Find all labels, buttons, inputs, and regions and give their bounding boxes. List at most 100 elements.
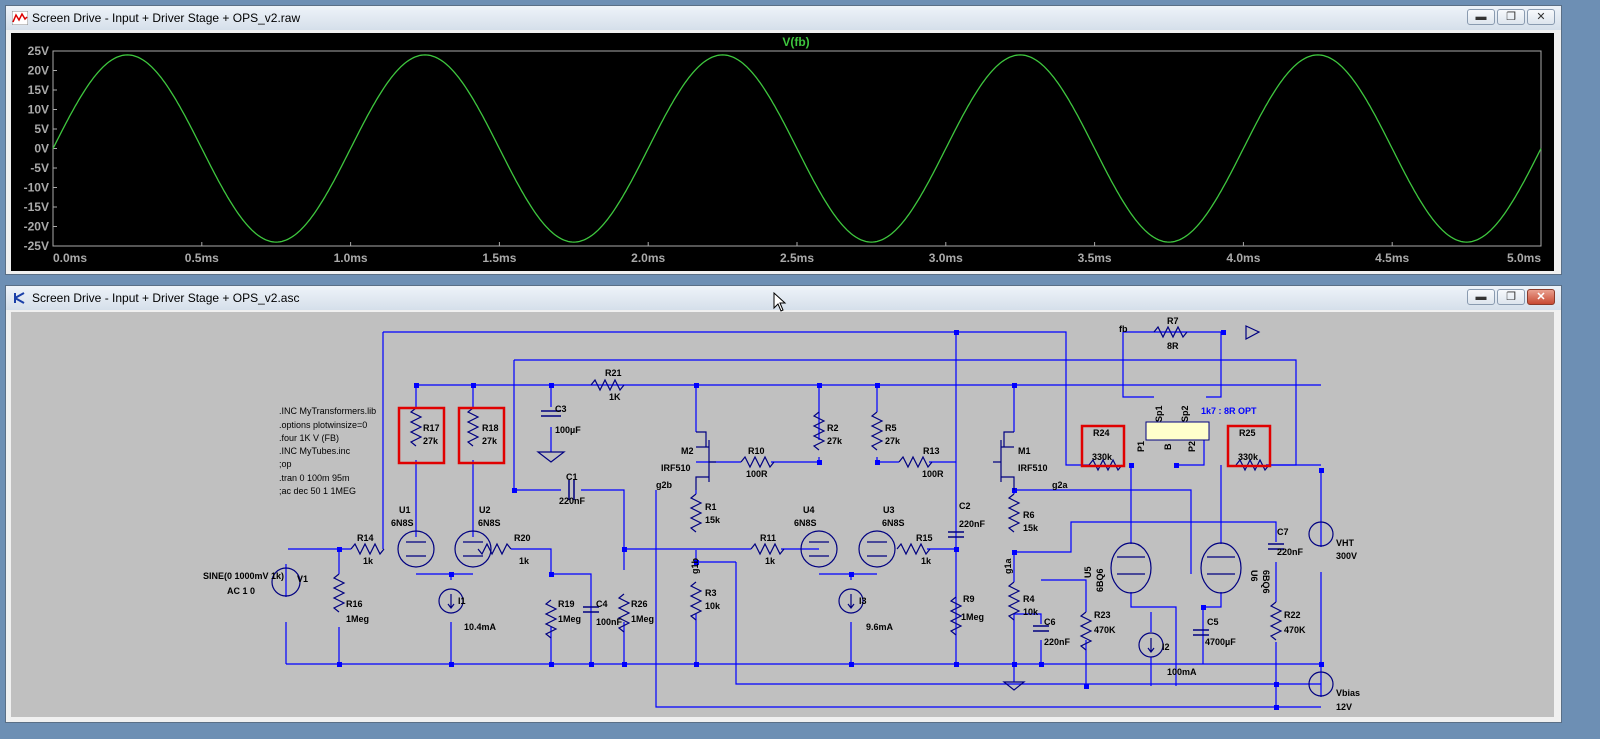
r25-name: R25 [1239, 428, 1256, 438]
trace-label[interactable]: V(fb) [782, 35, 809, 49]
r5-name: R5 [885, 423, 897, 433]
net-fb: fb [1119, 324, 1128, 334]
schematic-window-title: Screen Drive - Input + Driver Stage + OP… [32, 291, 300, 305]
close-button[interactable]: ✕ [1527, 9, 1555, 25]
directive-line: .four 1K V (FB) [279, 433, 339, 443]
r24-name: R24 [1093, 428, 1110, 438]
i1-value: 10.4mA [464, 622, 497, 632]
v1-name: V1 [297, 574, 308, 584]
plot-window-title: Screen Drive - Input + Driver Stage + OP… [32, 11, 301, 25]
y-tick-label: 5V [34, 122, 49, 136]
v1-ac-spec: AC 1 0 [227, 586, 255, 596]
minimize-icon: ▬ [1475, 291, 1487, 303]
y-tick-label: -5V [30, 161, 49, 175]
y-tick-label: -20V [24, 220, 49, 234]
spice-directives: .INC MyTransformers.lib .options plotwin… [279, 406, 376, 496]
r11-name: R11 [760, 533, 776, 543]
c6-value: 220nF [1044, 637, 1071, 647]
y-tick-label: -15V [24, 200, 49, 214]
r14-name: R14 [357, 533, 374, 543]
tube-symbols [397, 530, 1242, 594]
junctions [337, 330, 1324, 710]
close-button[interactable]: ✕ [1527, 289, 1555, 305]
c2-value: 220nF [959, 519, 986, 529]
transformer-pin-sp1: Sp1 [1154, 405, 1164, 422]
r18-name: R18 [482, 423, 499, 433]
r4-name: R4 [1023, 594, 1035, 604]
x-tick-label: 2.0ms [631, 251, 665, 265]
r14-value: 1k [363, 556, 374, 566]
c5-name: C5 [1207, 617, 1219, 627]
transformer-label: 1k7 : 8R OPT [1201, 406, 1257, 416]
mosfet-symbols [695, 431, 1015, 490]
i2-value: 100mA [1167, 667, 1197, 677]
close-icon: ✕ [1536, 291, 1546, 303]
r23-value: 470K [1094, 625, 1116, 635]
plot-window[interactable]: Screen Drive - Input + Driver Stage + OP… [5, 5, 1562, 275]
u3-name: U3 [883, 505, 895, 515]
schematic-canvas[interactable]: .INC MyTransformers.lib .options plotwin… [11, 312, 1554, 717]
r9-name: R9 [963, 594, 975, 604]
transformer-pin-sp2: Sp2 [1180, 405, 1190, 422]
c4-name: C4 [596, 599, 608, 609]
r25-value: 330k [1238, 452, 1259, 462]
maximize-button[interactable]: ❐ [1497, 289, 1525, 305]
r7-name: R7 [1167, 316, 1179, 326]
m2-name: M2 [681, 446, 694, 456]
waveform-chart[interactable]: V(fb) 25V20V15V10V5V0V-5V-10V-15V-20V-25… [11, 33, 1554, 271]
c4-value: 100nF [596, 617, 623, 627]
m1-name: M1 [1018, 446, 1031, 456]
r20-value: 1k [519, 556, 530, 566]
u4-value: 6N8S [794, 518, 817, 528]
x-tick-label: 1.5ms [482, 251, 516, 265]
c5-value: 4700µF [1205, 637, 1236, 647]
directive-line: .tran 0 100m 95m [279, 473, 350, 483]
output-transformer [1145, 421, 1210, 441]
maximize-button[interactable]: ❐ [1497, 9, 1525, 25]
minimize-button[interactable]: ▬ [1467, 9, 1495, 25]
u2-value: 6N8S [478, 518, 501, 528]
restore-icon: ❐ [1506, 291, 1516, 303]
r20-name: R20 [514, 533, 531, 543]
schematic-drawing[interactable]: .INC MyTransformers.lib .options plotwin… [11, 312, 1554, 717]
schematic-window[interactable]: Screen Drive - Input + Driver Stage + OP… [5, 285, 1562, 723]
r6-name: R6 [1023, 510, 1035, 520]
r11-value: 1k [765, 556, 776, 566]
m2-value: IRF510 [661, 463, 691, 473]
r23-name: R23 [1094, 610, 1111, 620]
c2-name: C2 [959, 501, 971, 511]
c1-value: 220nF [559, 496, 586, 506]
r15-name: R15 [916, 533, 933, 543]
ground-symbols [536, 325, 1261, 691]
c6-name: C6 [1044, 617, 1056, 627]
x-tick-label: 0.0ms [53, 251, 87, 265]
c7-value: 220nF [1277, 547, 1304, 557]
u2-name: U2 [479, 505, 491, 515]
transformer-pin-p2: P2 [1187, 441, 1197, 452]
v1-source-spec: SINE(0 1000mV 1k) [203, 571, 284, 581]
x-tick-label: 4.5ms [1375, 251, 1409, 265]
r3-name: R3 [705, 588, 717, 598]
wires [285, 331, 1322, 708]
r21-value: 1K [609, 392, 621, 402]
r16-name: R16 [346, 599, 363, 609]
r18-value: 27k [482, 436, 498, 446]
minimize-button[interactable]: ▬ [1467, 289, 1495, 305]
highlight-boxes [397, 406, 1272, 468]
c1-name: C1 [566, 472, 578, 482]
vht-name: VHT [1336, 538, 1355, 548]
x-tick-label: 5.0ms [1507, 251, 1541, 265]
restore-icon: ❐ [1506, 11, 1516, 23]
plot-window-titlebar[interactable]: Screen Drive - Input + Driver Stage + OP… [6, 6, 1561, 30]
r19-name: R19 [558, 599, 575, 609]
vbias-value: 12V [1336, 702, 1352, 712]
r15-value: 1k [921, 556, 932, 566]
y-tick-label: 20V [28, 64, 49, 78]
schematic-window-titlebar[interactable]: Screen Drive - Input + Driver Stage + OP… [6, 286, 1561, 310]
transformer-pin-b: B [1163, 443, 1173, 450]
r7-value: 8R [1167, 341, 1179, 351]
r16-value: 1Meg [346, 614, 369, 624]
r26-name: R26 [631, 599, 648, 609]
r5-value: 27k [885, 436, 901, 446]
